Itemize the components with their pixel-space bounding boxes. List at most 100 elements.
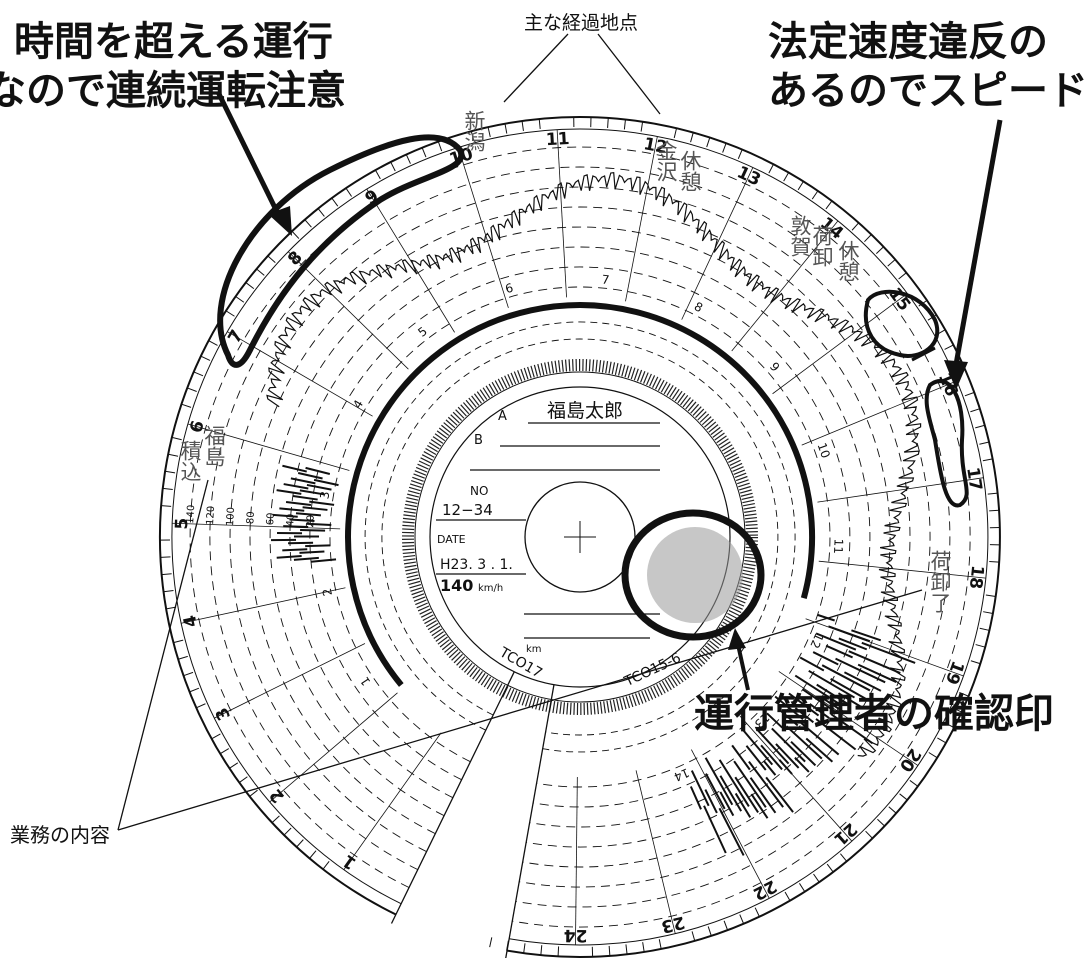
speed-unit: km/h bbox=[478, 583, 503, 594]
max-speed: 140 bbox=[440, 576, 473, 595]
minute-tick bbox=[271, 815, 280, 824]
minute-tick bbox=[944, 344, 954, 350]
minute-tick bbox=[783, 172, 790, 182]
stop-go-mark bbox=[302, 506, 328, 511]
stop-go-mark bbox=[835, 657, 886, 684]
hour-line bbox=[556, 129, 567, 298]
label-b: B bbox=[474, 433, 483, 448]
minute-tick bbox=[975, 644, 986, 648]
stop-go-mark bbox=[825, 644, 853, 659]
hour-line bbox=[635, 770, 676, 934]
hour-label: 12 bbox=[642, 134, 669, 158]
hour-label: 22 bbox=[750, 875, 780, 904]
minute-tick bbox=[640, 121, 644, 132]
minute-tick bbox=[979, 627, 990, 631]
minute-tick bbox=[811, 190, 819, 200]
stop-go-mark bbox=[861, 641, 916, 664]
minute-tick bbox=[673, 128, 678, 139]
stop-go-mark bbox=[763, 760, 777, 776]
hour-line bbox=[681, 167, 754, 320]
hour-label: 6 bbox=[186, 418, 209, 435]
minute-tick bbox=[607, 117, 609, 128]
hour-label: 21 bbox=[830, 818, 861, 849]
minute-tick bbox=[304, 219, 312, 228]
hour-label: 24 bbox=[564, 925, 588, 945]
stop-go-mark bbox=[750, 793, 769, 819]
minute-tick bbox=[989, 509, 1000, 512]
stop-go-mark bbox=[718, 807, 745, 856]
minute-tick bbox=[952, 707, 962, 713]
hour-line bbox=[731, 220, 839, 352]
speed-ring bbox=[229, 186, 931, 888]
inner-hour-label: 10 bbox=[815, 441, 833, 460]
minute-tick bbox=[283, 827, 292, 836]
minute-tick bbox=[557, 946, 560, 957]
minute-tick bbox=[375, 169, 381, 180]
minute-tick bbox=[970, 660, 981, 665]
stop-go-mark bbox=[295, 512, 321, 517]
stop-go-mark bbox=[830, 678, 866, 700]
long-drive-highlight bbox=[217, 134, 465, 368]
hour-line bbox=[801, 380, 958, 446]
stop-go-mark bbox=[311, 558, 337, 563]
minute-tick bbox=[898, 272, 907, 280]
minute-tick bbox=[642, 942, 645, 953]
inner-hour-label: 14 bbox=[672, 765, 692, 784]
minute-tick bbox=[813, 873, 820, 883]
speed-tick-label: 60 bbox=[265, 512, 277, 525]
stop-go-mark bbox=[285, 501, 312, 506]
hour-line bbox=[691, 749, 770, 899]
minute-tick bbox=[754, 907, 760, 917]
stop-go-mark bbox=[794, 756, 810, 773]
stop-go-mark bbox=[704, 757, 734, 806]
minute-tick bbox=[504, 123, 508, 134]
minute-tick bbox=[171, 436, 182, 441]
hour-label: 7 bbox=[224, 327, 247, 347]
callout-overspeed-line2: あるのでスピード bbox=[768, 67, 1084, 114]
minute-tick bbox=[851, 222, 860, 231]
chart-date: H23. 3 . 1. bbox=[440, 557, 513, 573]
disc-outer-rim bbox=[158, 115, 1001, 958]
stop-go-mark bbox=[718, 759, 750, 807]
minute-tick bbox=[797, 181, 804, 191]
minute-tick bbox=[235, 296, 245, 303]
stop-go-mark bbox=[828, 625, 871, 643]
minute-tick bbox=[165, 470, 176, 474]
minute-tick bbox=[887, 259, 896, 267]
stop-go-mark bbox=[299, 550, 325, 554]
stop-go-mark bbox=[282, 464, 307, 473]
distance-hatch-ring bbox=[402, 359, 758, 715]
minute-tick bbox=[390, 161, 396, 172]
stop-go-mark bbox=[745, 745, 767, 771]
callout-arrows bbox=[117, 33, 1003, 831]
minute-tick bbox=[623, 119, 626, 130]
stop-go-mark bbox=[305, 466, 331, 475]
hour-line bbox=[187, 423, 350, 471]
speed-ring bbox=[249, 206, 911, 868]
inner-hour-label: 9 bbox=[767, 359, 783, 374]
stop-go-mark bbox=[283, 525, 309, 529]
note-kanazawa: 金沢 bbox=[654, 140, 678, 182]
minute-tick bbox=[521, 120, 524, 131]
stop-go-mark bbox=[808, 669, 855, 699]
stop-go-mark bbox=[830, 713, 874, 745]
stop-go-mark bbox=[290, 477, 316, 485]
note-tsuruga: 敦賀 bbox=[788, 215, 812, 257]
vehicle-number: 12−34 bbox=[442, 501, 493, 519]
overspeed-highlight-1 bbox=[863, 289, 940, 358]
driver-name: 福島太郎 bbox=[547, 400, 623, 422]
stop-go-mark bbox=[815, 718, 857, 751]
minute-tick bbox=[523, 943, 526, 954]
minute-tick bbox=[173, 639, 184, 644]
stop-go-mark bbox=[816, 683, 851, 707]
hour-label: 3 bbox=[212, 704, 235, 724]
stop-go-mark bbox=[283, 483, 309, 490]
hour-line bbox=[366, 188, 455, 333]
stop-go-mark bbox=[305, 544, 331, 548]
minute-tick bbox=[296, 839, 304, 848]
minute-tick bbox=[229, 762, 239, 769]
hour-line bbox=[457, 147, 509, 309]
minute-tick bbox=[825, 200, 833, 210]
